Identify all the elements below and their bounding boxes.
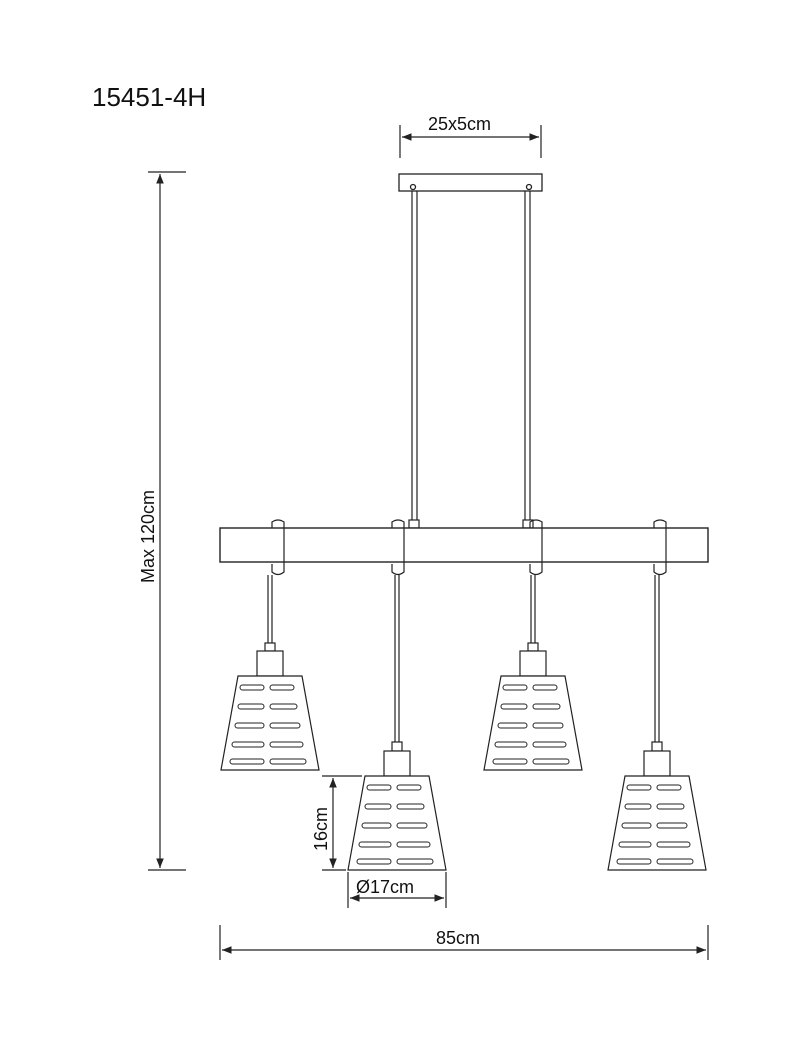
shade-height-dimension: [322, 775, 362, 871]
wooden-beam: [219, 527, 709, 563]
shade-diameter-label: Ø17cm: [356, 877, 414, 897]
shade-height-label: 16cm: [311, 807, 331, 851]
pendant-shade-1: [220, 575, 320, 771]
max-height-dimension: [148, 171, 186, 871]
model-number: 15451-4H: [92, 82, 206, 112]
suspension-wires: [408, 191, 534, 529]
pendant-shade-3: [483, 575, 583, 771]
pendant-shade-2: [347, 575, 447, 871]
total-width-dimension: [219, 925, 709, 960]
canopy: [398, 173, 543, 192]
canopy-dimension: [399, 125, 542, 158]
pendant-shade-4: [607, 575, 707, 871]
canopy-size-label: 25x5cm: [428, 114, 491, 134]
shade-diameter-dimension: [347, 872, 447, 908]
total-width-label: 85cm: [436, 928, 480, 948]
max-height-label: Max 120cm: [138, 490, 158, 583]
beam-hooks: [271, 519, 667, 576]
